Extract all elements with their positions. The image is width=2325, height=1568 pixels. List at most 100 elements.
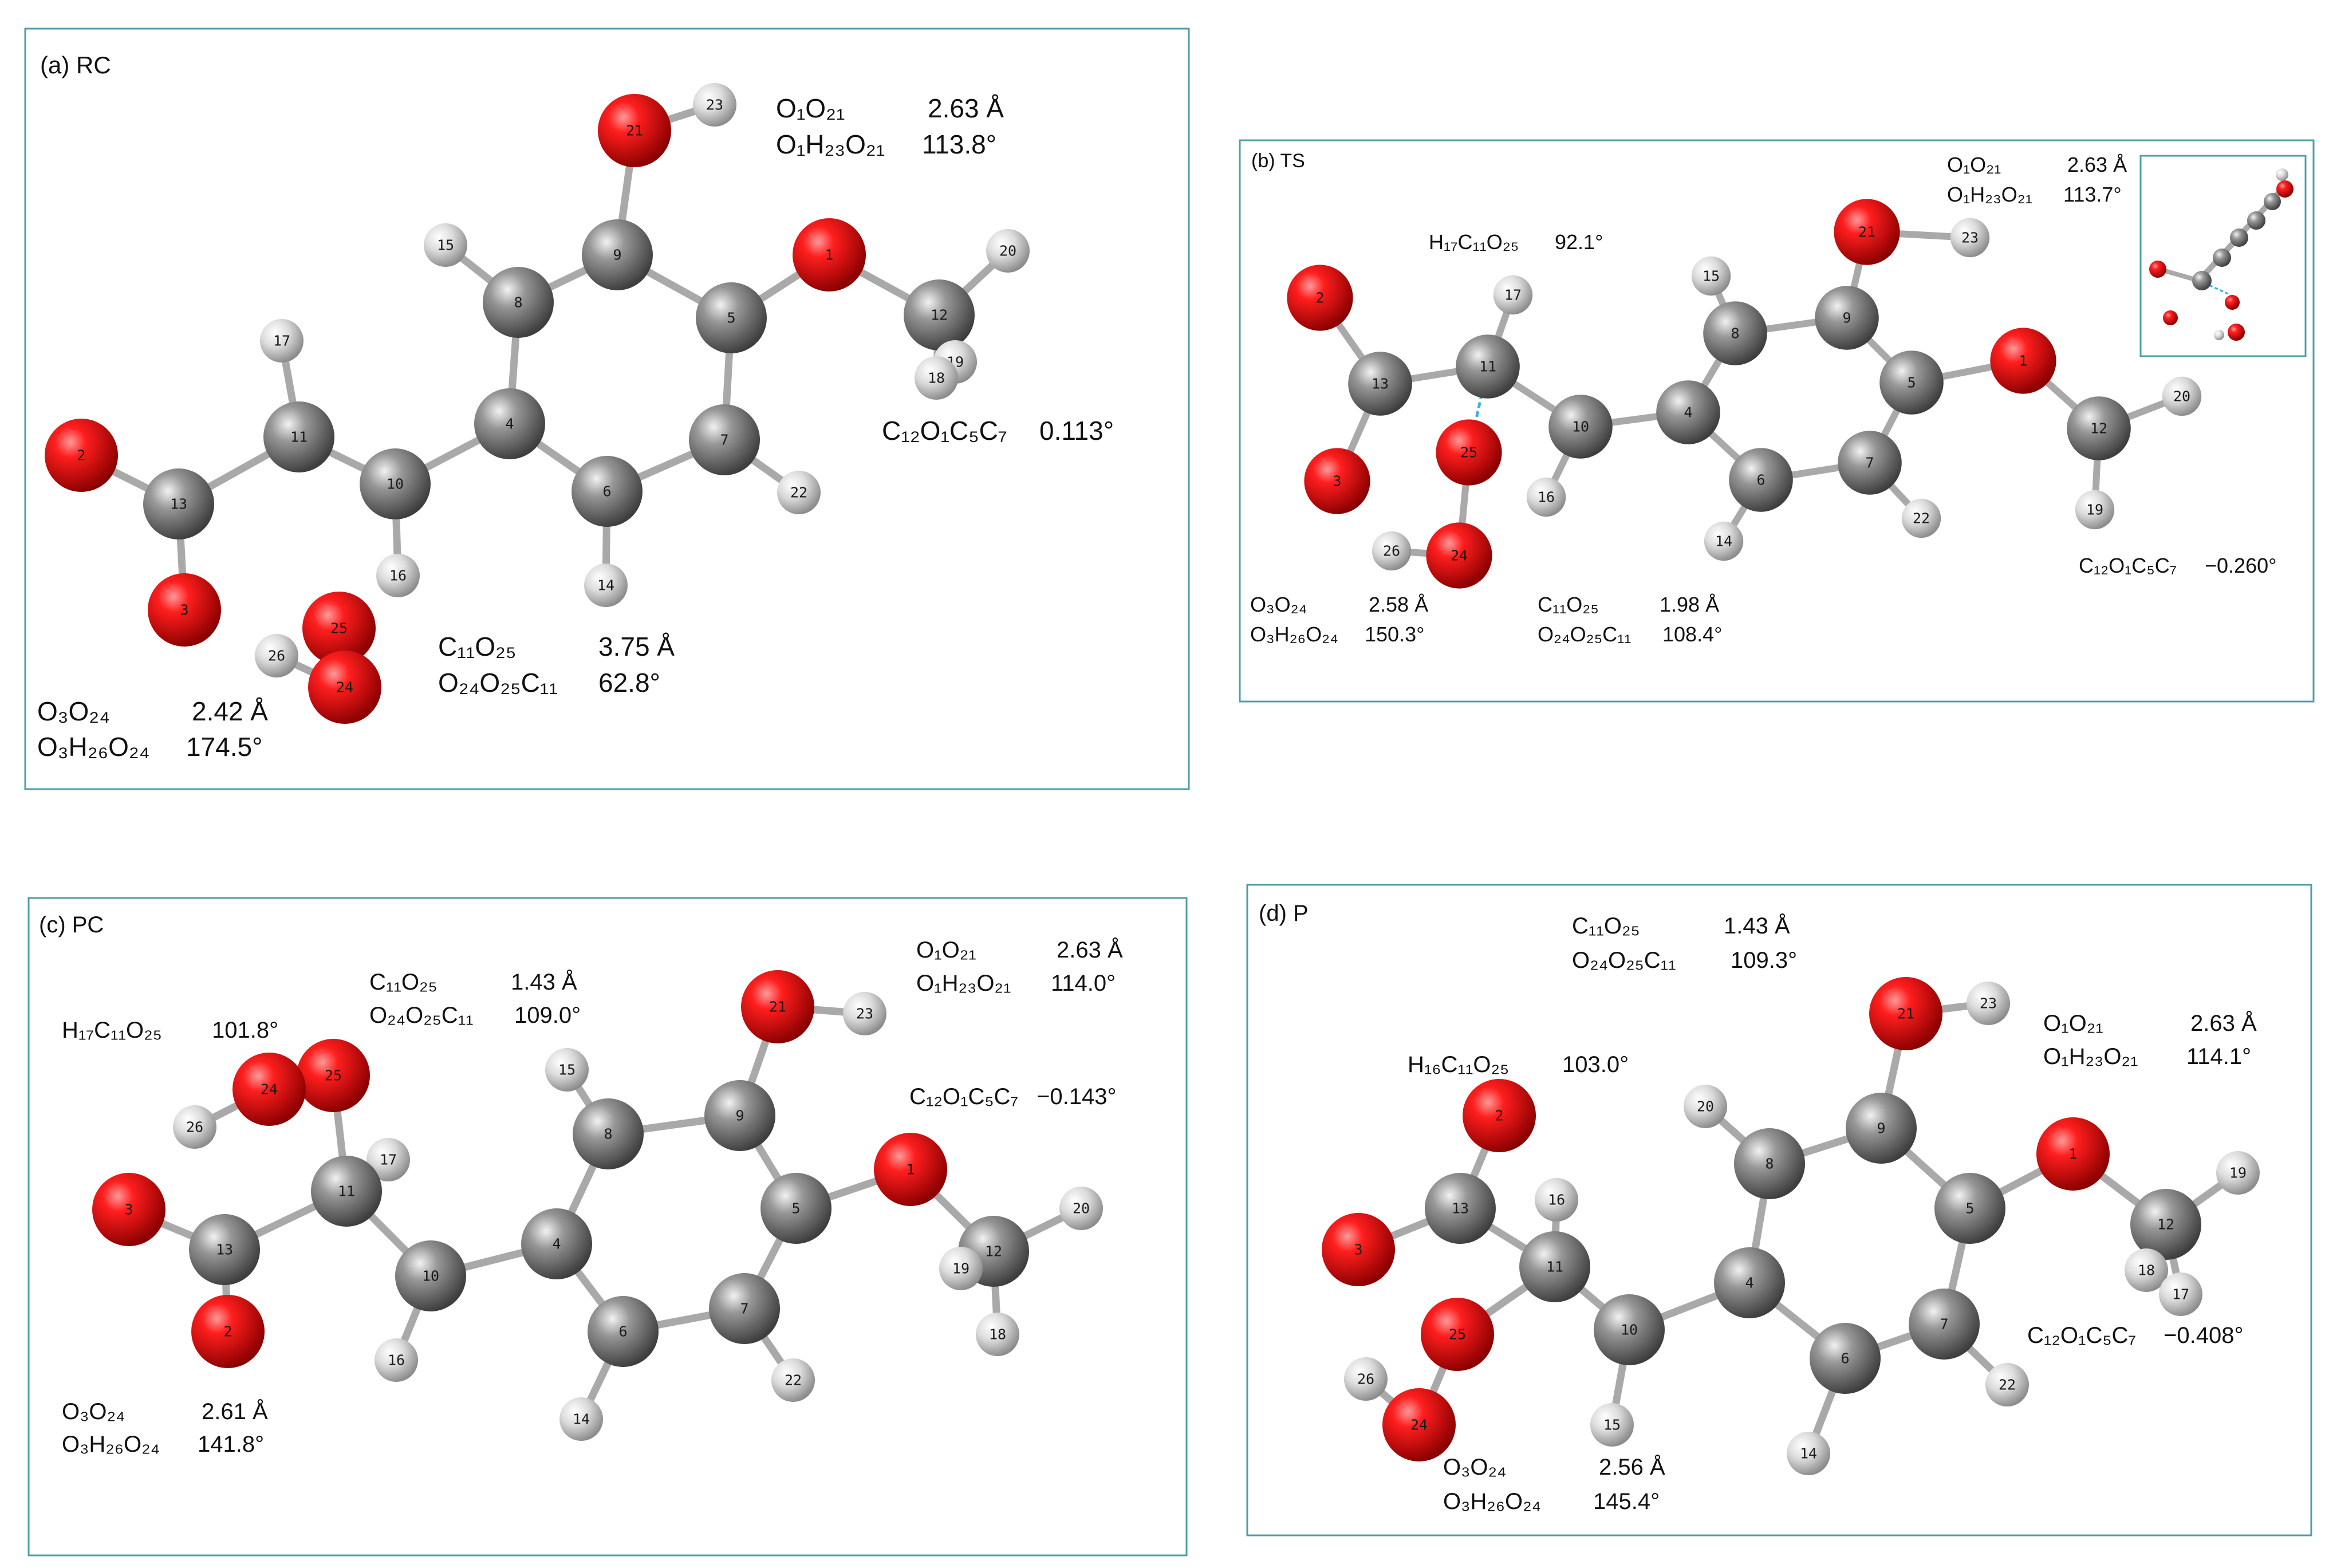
annotation-label: O₂₄O₂₅C₁₁ [1572, 948, 1676, 973]
atom-number-label: 8 [1765, 1156, 1774, 1172]
atom-number-label: 15 [1603, 1417, 1621, 1433]
annotation-value: 2.63 Å [2067, 153, 2127, 176]
atom-6: 6 [588, 1296, 659, 1367]
atom-number-label: 16 [1548, 1192, 1565, 1208]
atom-11: 11 [311, 1156, 382, 1227]
atom-20: 20 [986, 229, 1030, 273]
atom-10: 10 [1548, 395, 1613, 459]
atom-6: 6 [1810, 1323, 1881, 1394]
inset-atom [2276, 180, 2294, 198]
atom-4: 4 [1714, 1247, 1785, 1318]
annotation-value: 145.4° [1593, 1489, 1660, 1514]
atom-number-label: 25 [330, 620, 348, 637]
annotation-value: 114.0° [1051, 971, 1116, 996]
atom-9: 9 [1846, 1093, 1917, 1164]
annotation-label: O₃H₂₆O₂₄ [1443, 1489, 1541, 1514]
atom-number-label: 10 [422, 1268, 439, 1285]
atom-number-label: 3 [1354, 1242, 1362, 1258]
atom-13: 13 [1348, 352, 1412, 416]
atom-17: 17 [1493, 275, 1532, 314]
atom-23: 23 [843, 992, 886, 1035]
atom-11: 11 [1519, 1231, 1590, 1302]
atom-number-label: 22 [790, 484, 807, 501]
inset-atom [2163, 310, 2178, 325]
atom-8: 8 [1734, 1128, 1805, 1199]
atom-6: 6 [1729, 448, 1793, 512]
panel-a-title: (a) RC [40, 52, 111, 78]
atom-number-label: 14 [597, 577, 614, 594]
atom-7: 7 [1838, 431, 1902, 495]
atom-number-label: 13 [1452, 1200, 1469, 1217]
inset-atom [2247, 211, 2265, 230]
annotation-value: 2.63 Å [2190, 1010, 2257, 1036]
annotation-value: 2.58 Å [1369, 593, 1428, 616]
atom-number-label: 1 [906, 1161, 915, 1178]
atom-number-label: 5 [1907, 375, 1916, 391]
atom-number-label: 16 [1538, 489, 1555, 506]
atom-number-label: 9 [613, 247, 621, 263]
annotation-value: 101.8° [212, 1018, 278, 1043]
atom-3: 3 [1304, 448, 1370, 514]
atom-24: 24 [1426, 522, 1492, 588]
annotation-value: −0.143° [1037, 1084, 1116, 1109]
atom-number-label: 11 [1479, 358, 1496, 375]
atom-number-label: 22 [1913, 510, 1930, 527]
atom-number-label: 8 [604, 1126, 612, 1142]
atom-1: 1 [793, 218, 866, 291]
annotation-label: C₁₂O₁C₅C₇ [2079, 554, 2177, 577]
atom-number-label: 5 [727, 310, 735, 326]
atom-23: 23 [1950, 218, 1989, 257]
annotation-value: 92.1° [1555, 230, 1603, 254]
atom-number-label: 23 [856, 1006, 873, 1022]
annotation-value: 2.42 Å [192, 696, 268, 726]
atom-10: 10 [1594, 1294, 1665, 1365]
annotation-label: O₁H₂₃O₂₁ [1947, 183, 2032, 206]
atom-number-label: 4 [1745, 1275, 1753, 1291]
atom-number-label: 9 [1877, 1120, 1885, 1137]
annotation-value: 141.8° [198, 1432, 264, 1457]
atom-number-label: 4 [552, 1236, 561, 1252]
inset-atom [2276, 168, 2288, 181]
panel-c-pc: (c) PC 2123 [29, 898, 1187, 1555]
atom-number-label: 21 [626, 123, 643, 139]
atom-number-label: 25 [1449, 1326, 1466, 1343]
annotation-value: 109.3° [1731, 948, 1797, 973]
annotation-value: 103.0° [1562, 1052, 1629, 1077]
annotation-label: C₁₂O₁C₅C₇ [882, 416, 1007, 446]
atom-25: 25 [1436, 419, 1502, 485]
annotation-value: 108.4° [1662, 623, 1722, 646]
atom-24: 24 [308, 651, 381, 724]
atom-number-label: 5 [1965, 1200, 1974, 1217]
atom-5: 5 [1934, 1173, 2005, 1244]
annotation-value: −0.408° [2164, 1323, 2243, 1348]
inset-atom [2192, 271, 2212, 290]
annotation-label: O₁H₂₃O₂₁ [916, 971, 1011, 996]
panel-a-rc: (a) RC [25, 29, 1189, 789]
atom-number-label: 22 [1999, 1377, 2016, 1393]
atom-9: 9 [582, 219, 653, 290]
atom-6: 6 [572, 456, 643, 527]
atom-number-label: 24 [1410, 1417, 1428, 1433]
atom-16: 16 [1535, 1178, 1578, 1222]
atom-number-label: 17 [273, 333, 290, 349]
panel-b-title: (b) TS [1251, 150, 1305, 172]
inset-atom [2264, 193, 2281, 210]
atom-23: 23 [1967, 982, 2010, 1025]
atom-number-label: 26 [1383, 543, 1400, 560]
atom-4: 4 [521, 1208, 592, 1279]
atom-16: 16 [375, 1338, 418, 1382]
atom-15: 15 [424, 223, 467, 267]
annotation-value: 109.0° [514, 1003, 581, 1028]
atom-number-label: 24 [336, 679, 353, 696]
annotation-label: C₁₁O₂₅ [438, 632, 516, 661]
annotation-label: O₃O₂₄ [62, 1399, 125, 1424]
atom-3: 3 [1322, 1213, 1395, 1286]
atom-number-label: 15 [437, 237, 454, 254]
atom-16: 16 [376, 554, 420, 597]
atom-13: 13 [1425, 1173, 1496, 1244]
annotation-label: O₃O₂₄ [1443, 1455, 1506, 1480]
atom-number-label: 2 [77, 447, 85, 464]
atom-number-label: 19 [952, 1260, 970, 1277]
annotation-label: O₃O₂₄ [1250, 593, 1307, 616]
